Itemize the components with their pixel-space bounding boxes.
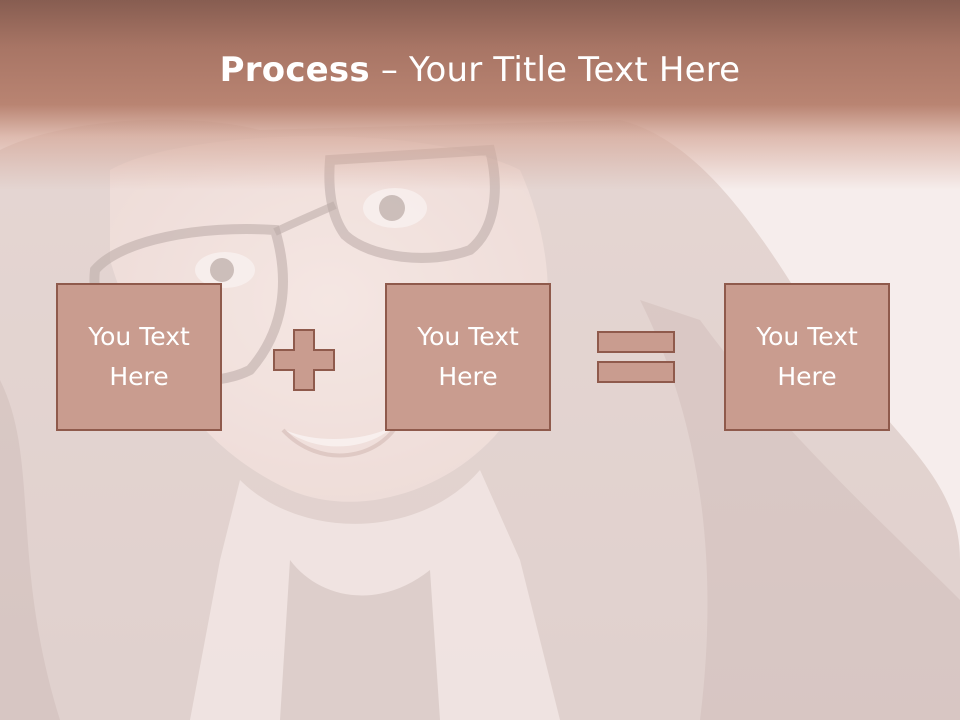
process-box-2-label: You Text Here: [417, 322, 519, 391]
equals-icon: [596, 330, 678, 386]
process-box-2: You Text Here: [385, 283, 551, 431]
title-bold: Process: [219, 50, 370, 90]
title-separator: –: [369, 50, 410, 90]
process-box-1-label: You Text Here: [88, 322, 190, 391]
slide-title: Process – Your Title Text Here: [0, 50, 960, 90]
process-box-3-label: You Text Here: [756, 322, 858, 391]
title-rest: Your Title Text Here: [409, 50, 741, 90]
process-box-1: You Text Here: [56, 283, 222, 431]
title-band: [0, 0, 960, 190]
plus-icon: [272, 328, 336, 392]
process-box-3: You Text Here: [724, 283, 890, 431]
